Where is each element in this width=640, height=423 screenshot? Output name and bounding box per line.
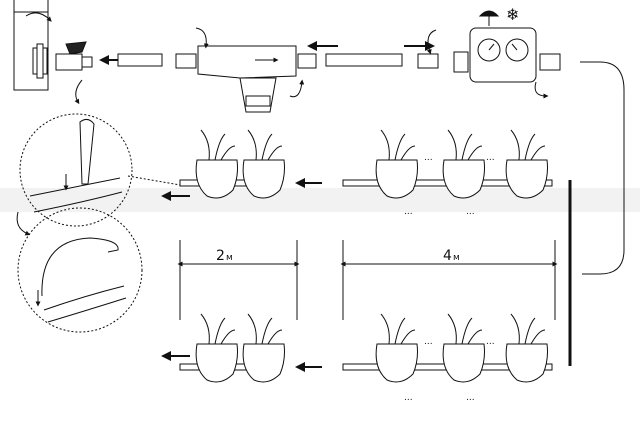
watermark-band	[0, 188, 640, 212]
supply-hose	[580, 61, 625, 275]
inline-filter-icon	[175, 45, 317, 113]
hose-segment	[117, 53, 163, 67]
plant-pot	[442, 313, 485, 383]
rotate-arrow-icon	[74, 79, 83, 105]
water-tank	[13, 0, 49, 91]
ellipsis-text: ...	[466, 393, 475, 403]
dimension-4m-unit: м	[453, 253, 460, 263]
plant-pot	[442, 129, 485, 199]
ellipsis-text: ...	[486, 153, 495, 163]
plant-rows: ........................	[161, 129, 553, 403]
plant-pot	[505, 129, 548, 199]
ellipsis-text: ...	[486, 337, 495, 347]
detail-punch-tool	[19, 113, 133, 227]
plant-pot	[242, 313, 285, 383]
ellipsis-text: ...	[404, 393, 413, 403]
rotate-arrow-icon	[289, 79, 305, 98]
rotate-arrow-icon	[16, 211, 31, 236]
umbrella-rain-icon	[478, 10, 500, 26]
detail-insert-dripper	[17, 207, 143, 333]
rotate-arrow-icon	[25, 12, 52, 22]
ellipsis-text: ...	[424, 153, 433, 163]
irrigation-timer-icon	[453, 27, 561, 83]
rotate-arrow-icon	[534, 81, 549, 99]
rotate-arrow-icon	[195, 27, 209, 49]
dimension-4m	[340, 240, 558, 320]
snowflake-icon: ❄	[506, 5, 519, 24]
ball-valve-icon	[55, 41, 93, 71]
ellipsis-text: ...	[424, 337, 433, 347]
plant-pot	[195, 313, 238, 383]
dimension-2m-value: 2	[216, 248, 225, 264]
plant-pot	[505, 313, 548, 383]
hose-segment	[325, 53, 403, 67]
plant-pot	[375, 129, 418, 199]
dimension-4m-value: 4	[443, 248, 452, 264]
hose-connector	[417, 53, 439, 69]
rotate-arrow-icon	[426, 29, 437, 55]
ellipsis-text: ...	[466, 207, 475, 217]
detail-leader	[127, 175, 187, 187]
plant-pot	[195, 129, 238, 199]
dimension-2m-unit: м	[226, 253, 233, 263]
dimension-2m	[177, 240, 300, 320]
ellipsis-text: ...	[404, 207, 413, 217]
plant-pot	[242, 129, 285, 199]
plant-pot	[375, 313, 418, 383]
